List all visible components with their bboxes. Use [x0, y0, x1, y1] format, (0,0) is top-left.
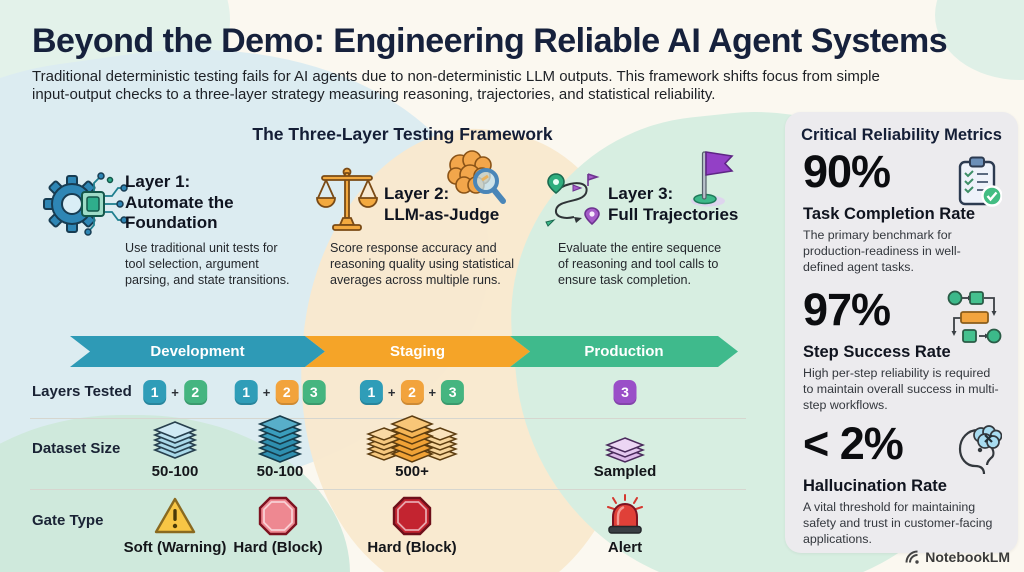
- layer-badge: 3: [441, 379, 465, 405]
- finish-flag-icon: [691, 151, 734, 207]
- layers-tested-cell: 3: [613, 378, 637, 406]
- plus-separator: +: [428, 384, 437, 400]
- layer-badge: 3: [302, 379, 326, 405]
- metric-description: The primary benchmark for production-rea…: [803, 228, 961, 275]
- stage-label: Production: [584, 343, 664, 360]
- stack-small-blue-icon: [152, 421, 198, 459]
- warning-triangle-icon: [154, 497, 196, 534]
- row-label-dataset-size: Dataset Size: [32, 440, 121, 457]
- dataset-size-value: 500+: [395, 463, 429, 480]
- dataset-size-value: Sampled: [593, 463, 657, 480]
- clipboard-check-icon: [958, 156, 1002, 207]
- metric-label: Step Success Rate: [803, 343, 951, 361]
- workflow-icon: [947, 290, 1002, 344]
- plus-separator: +: [387, 384, 396, 400]
- layer2-title: Layer 2: LLM-as-Judge: [384, 184, 500, 224]
- layer1-title: Layer 1: Automate the Foundation: [125, 172, 234, 233]
- balance-scale-icon: [316, 167, 378, 231]
- brain-magnifier-icon: [447, 150, 506, 204]
- siren-icon: [607, 494, 643, 534]
- framework-heading: The Three-Layer Testing Framework: [252, 124, 553, 144]
- stage-label: Staging: [390, 343, 445, 360]
- row-label-layers-tested: Layers Tested: [32, 383, 132, 400]
- brand-footer: NotebookLM: [0, 549, 1010, 565]
- brand-name: NotebookLM: [925, 549, 1010, 565]
- stage-production: Production: [510, 336, 738, 367]
- page-title: Beyond the Demo: Engineering Reliable AI…: [32, 22, 948, 60]
- layer-badge: 2: [400, 379, 424, 405]
- metric-description: A vital threshold for maintaining safety…: [803, 500, 993, 547]
- gate-type-value: Hard (Block): [233, 539, 323, 556]
- metric-value: 97%: [803, 284, 891, 335]
- row-divider: [30, 489, 746, 490]
- stop-sign-icon: [392, 496, 432, 536]
- layers-tested-cell: 1+2+3: [359, 378, 465, 406]
- page-subtitle: Traditional deterministic testing fails …: [32, 68, 880, 104]
- metric-value: 90%: [803, 146, 891, 197]
- layer1-description: Use traditional unit tests for tool sele…: [125, 241, 290, 288]
- layer-badge: 1: [359, 379, 383, 405]
- notebooklm-icon: [905, 550, 919, 564]
- gate-type-value: Soft (Warning): [123, 539, 227, 556]
- stage-development: Development: [70, 336, 325, 367]
- row-label-gate-type: Gate Type: [32, 512, 104, 529]
- dataset-size-value: 50-100: [256, 463, 304, 480]
- layer3-title: Layer 3: Full Trajectories: [608, 184, 739, 224]
- trajectory-path-icon: [545, 173, 600, 227]
- gate-type-value: Alert: [607, 539, 643, 556]
- stage-label: Development: [150, 343, 245, 360]
- stop-sign-icon: [258, 496, 298, 536]
- plus-separator: +: [171, 384, 179, 400]
- plus-separator: +: [262, 384, 271, 400]
- gate-type-value: Hard (Block): [367, 539, 457, 556]
- layer-badge: 1: [143, 379, 167, 405]
- metrics-heading: Critical Reliability Metrics: [801, 126, 1002, 144]
- dataset-size-value: 50-100: [151, 463, 199, 480]
- metric-description: High per-step reliability is required to…: [803, 366, 999, 413]
- stack-triple-orange-icon: [366, 415, 458, 463]
- layer2-description: Score response accuracy and reasoning qu…: [330, 241, 515, 288]
- row-divider: [30, 418, 746, 419]
- stack-tall-teal-icon: [257, 415, 303, 463]
- layer-badge: 1: [234, 379, 258, 405]
- layer-badge: 3: [613, 379, 637, 405]
- metric-label: Hallucination Rate: [803, 477, 947, 495]
- metric-label: Task Completion Rate: [803, 205, 976, 223]
- metric-value: < 2%: [803, 418, 904, 469]
- hallucination-head-icon: [958, 425, 1002, 475]
- layer3-description: Evaluate the entire sequence of reasonin…: [558, 241, 722, 288]
- gear-circuit-icon: [43, 172, 128, 236]
- pipeline-bar: Development Staging Production: [70, 336, 738, 367]
- layer-badge: 2: [275, 379, 299, 405]
- stack-small-purple-icon: [604, 437, 646, 463]
- stage-staging: Staging: [305, 336, 530, 367]
- metrics-panel: Critical Reliability Metrics 90% Task Co…: [785, 112, 1018, 553]
- layers-tested-cell: 1+2: [143, 378, 207, 406]
- layer-badge: 2: [183, 379, 207, 405]
